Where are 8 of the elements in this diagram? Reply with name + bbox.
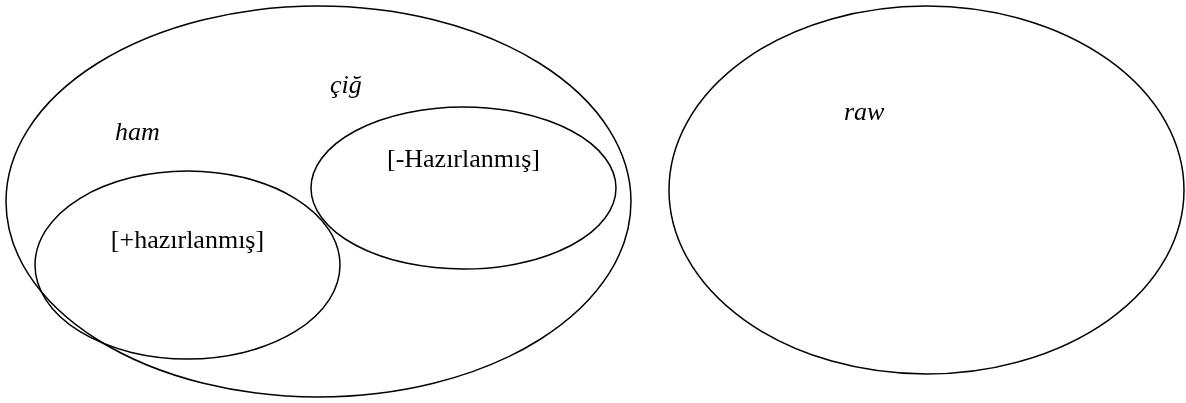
set-label: [+hazırlanmış] [110,225,265,255]
set-label: çiğ [330,70,362,100]
set-ellipse [5,5,632,398]
set-label: ham [115,117,160,147]
set-ellipse [34,170,341,360]
set-label: [-Hazırlanmış] [387,144,540,174]
set-ellipse [668,5,1185,375]
set-label: raw [844,97,885,127]
